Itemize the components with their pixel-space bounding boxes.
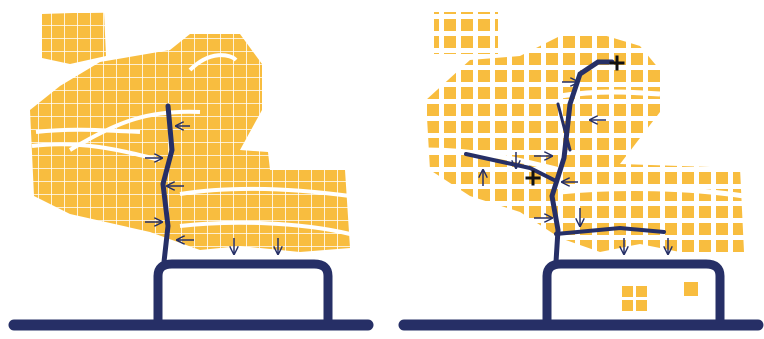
left-canopy <box>30 12 350 252</box>
left-canopy-top-pad <box>42 12 106 64</box>
left-pot <box>158 264 328 322</box>
right-canopy-top-pad <box>434 12 498 54</box>
right-panel <box>404 12 758 325</box>
right-canopy <box>426 12 744 254</box>
left-panel <box>14 12 368 325</box>
